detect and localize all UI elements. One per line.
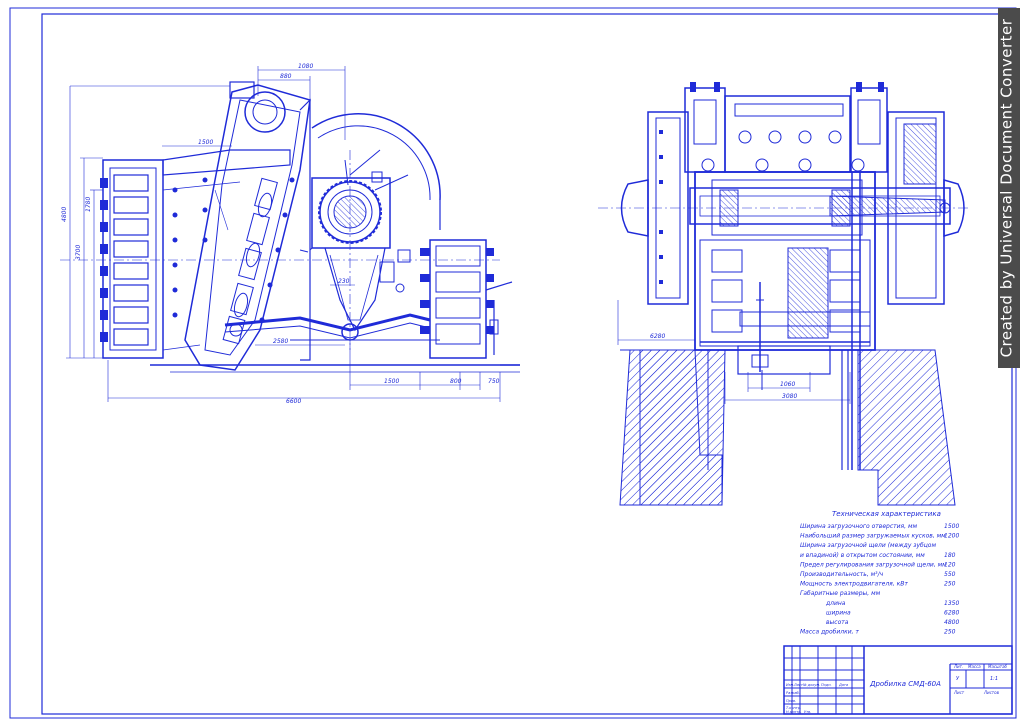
fixed-jaw-frame — [100, 149, 291, 359]
col-izm: Изм. — [786, 683, 794, 687]
dim-3700: 3700 — [75, 245, 82, 260]
spec-value: 180 — [944, 552, 956, 559]
side-view: 1080 880 1500 4800 3700 1780 230 2580 66… — [60, 63, 520, 405]
dim-1500: 1500 — [198, 139, 213, 146]
front-view: 6280 1060 3080 — [598, 82, 968, 506]
spec-value: 1500 — [944, 523, 959, 530]
spec-label: Габаритные размеры, мм — [800, 590, 881, 597]
dim-1080: 1080 — [298, 63, 313, 70]
sheet-label: Лист — [953, 690, 965, 695]
spec-label: Производительность, м³/ч — [800, 571, 884, 578]
spec-label: Ширина загрузочной щели (между зубцом — [800, 542, 936, 549]
row-utv: Утв. — [804, 710, 811, 714]
header-lit: Лит. — [953, 664, 963, 669]
spec-value: 250 — [944, 581, 956, 588]
adjustment-block — [420, 239, 520, 366]
lower-rods — [751, 350, 849, 470]
title-block-text: Дробилка СМД-60А Лит. Масса Масштаб У 1:… — [786, 664, 1008, 714]
flywheel — [311, 113, 441, 230]
row-prov: Пров. — [786, 699, 796, 703]
spec-value: 250 — [944, 629, 956, 636]
housing — [684, 82, 888, 470]
scale-value: 1:1 — [990, 676, 998, 682]
dim-4800: 4800 — [61, 207, 68, 222]
col-ndoc: № докум. — [802, 683, 820, 687]
dim-1500b: 1500 — [384, 378, 399, 385]
spec-value: 1200 — [944, 533, 959, 540]
col-list: Лист — [793, 683, 804, 687]
spec-label: длина — [825, 600, 846, 607]
spec-value: 6280 — [944, 609, 959, 616]
side-dimension-labels: 1080 880 1500 4800 3700 1780 230 2580 66… — [61, 63, 500, 405]
dim-6280: 6280 — [650, 333, 665, 340]
spec-label: Предел регулирования загрузочной щели, м… — [800, 561, 947, 568]
left-flywheel — [620, 111, 689, 305]
specs-title: Техническая характеристика — [832, 510, 941, 518]
front-dimensions — [617, 300, 851, 404]
sheets-label: Листов — [983, 690, 1000, 695]
watermark-text: Created by Universal Document Converter — [997, 18, 1016, 358]
spec-label: Мощность электродвигателя, кВт — [800, 581, 908, 588]
spec-label: Масса дробилки, т — [800, 629, 859, 636]
main-shaft — [598, 187, 968, 225]
spec-label: Ширина загрузочного отверстия, мм — [800, 523, 917, 530]
front-dimension-labels: 6280 1060 3080 — [650, 333, 797, 400]
dim-2580: 2580 — [273, 338, 288, 345]
col-podp: Подп. — [821, 683, 832, 687]
row-razrab: Разраб. — [786, 691, 800, 695]
col-data: Дата — [838, 683, 848, 687]
dim-1780: 1780 — [85, 197, 92, 212]
spec-value: 1350 — [944, 600, 959, 607]
dim-1060: 1060 — [780, 381, 795, 388]
spec-value: 120 — [944, 561, 956, 568]
header-scale: Масштаб — [988, 664, 1008, 669]
spec-value: 550 — [944, 571, 956, 578]
spec-label: и впадиной) в открытом состоянии, мм — [800, 552, 925, 559]
technical-specs: Техническая характеристика Ширина загруз… — [800, 510, 959, 636]
dim-6600: 6600 — [286, 398, 301, 405]
foundation — [619, 349, 956, 506]
spec-value: 4800 — [944, 619, 959, 626]
watermark-background — [998, 8, 1020, 368]
right-pulley — [887, 111, 965, 305]
side-dimensions — [60, 66, 501, 402]
watermark: Created by Universal Document Converter — [996, 8, 1016, 368]
specs-rows: Ширина загрузочного отверстия, мм 1500Наи… — [800, 523, 959, 636]
title-block — [783, 645, 1013, 715]
row-tkontr: Т.контр. — [786, 706, 801, 710]
dim-3080: 3080 — [782, 393, 797, 400]
spec-label: ширина — [826, 609, 851, 616]
dim-750: 750 — [488, 378, 500, 385]
crusher-frame — [150, 98, 520, 373]
dim-880: 880 — [280, 73, 292, 80]
spec-label: Наибольший размер загружаемых кусков, мм — [800, 533, 946, 540]
eccentric-shaft — [311, 171, 391, 249]
header-mass: Масса — [968, 664, 981, 669]
dim-230: 230 — [338, 278, 350, 285]
row-nkontr: Н.контр. — [786, 710, 802, 714]
dim-800: 800 — [450, 378, 462, 385]
drawing-name: Дробилка СМД-60А — [869, 680, 941, 688]
spec-label: высота — [826, 619, 849, 626]
lit-value: У — [956, 676, 960, 682]
